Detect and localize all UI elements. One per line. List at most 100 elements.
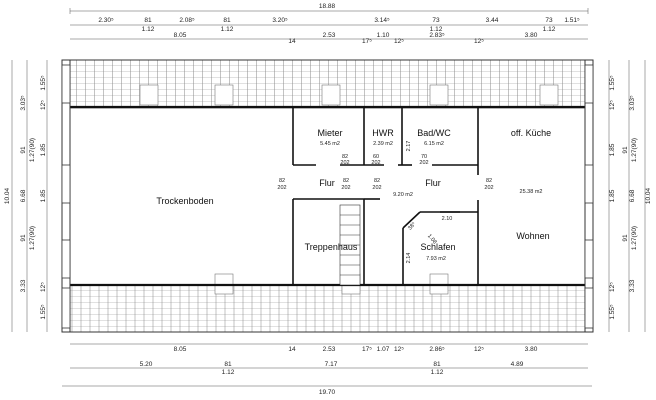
door-2-h: 202	[340, 160, 349, 166]
door-5-w: 82	[343, 178, 349, 184]
top-row2-6: 12⁵	[394, 38, 404, 45]
door-1-h: 202	[277, 185, 286, 191]
bottom-row1-9: 3.80	[525, 346, 538, 353]
room-flur-1: Flur	[319, 178, 335, 188]
schlafen-diag-dim-1: 38⁵	[406, 221, 417, 232]
bottom-overall-dim: 19.70	[319, 389, 336, 396]
right-col2-6: 1.55⁵	[609, 304, 616, 320]
top-row2-2: 14	[288, 38, 296, 45]
left-col2-2: 12⁵	[40, 100, 47, 110]
door-3-w: 60	[373, 154, 379, 160]
top-dim-10: 1.51⁵	[564, 17, 580, 24]
left-col2-4: 1.85	[40, 189, 47, 202]
door-3-h: 202	[371, 160, 380, 166]
door-1-w: 82	[279, 178, 285, 184]
schlafen-height-dim: 2.14	[406, 253, 412, 264]
bottom-row2-4: 81	[433, 361, 441, 368]
bottom-row2-1: 5.20	[140, 361, 153, 368]
bottom-row1-3: 2.53	[323, 346, 336, 353]
top-sub-1: 1.12	[142, 26, 155, 33]
top-dim-5: 3.20⁵	[272, 17, 288, 24]
right-dimensions: 10.04 3.03⁵ 91 1.27(90) 6.68 91 1.27(90)…	[608, 60, 652, 332]
top-row2-8: 12⁵	[474, 38, 484, 45]
top-dim-9: 73	[545, 17, 553, 24]
schlafen-area: 7.93 m2	[426, 256, 446, 262]
bottom-row1-2: 14	[288, 346, 296, 353]
wohnen-area: 25.38 m2	[520, 189, 543, 195]
schlafen-diag-dim-2: 1.08	[426, 233, 437, 245]
door-2-w: 82	[342, 154, 348, 160]
right-col1-1: 3.03⁵	[629, 95, 636, 111]
right-col1-5: 91	[622, 234, 629, 242]
room-treppenhaus: Treppenhaus	[305, 242, 358, 252]
door-7-w: 82	[486, 178, 492, 184]
right-col1-6: 1.27(90)	[631, 226, 638, 250]
bottom-sub-1: 1.12	[222, 369, 235, 376]
right-col2-3: 1.85	[609, 143, 616, 156]
left-col1-6: 1.27(90)	[29, 226, 36, 250]
badwc-height-dim: 2.17	[406, 141, 412, 152]
right-col1-3: 1.27(90)	[631, 138, 638, 162]
top-dim-1: 2.30⁵	[98, 17, 114, 24]
top-dimensions: 18.88 2.30⁵ 81 2.08⁵ 81 3.20⁵ 3.14⁵ 73 3…	[69, 3, 589, 45]
left-col1-3: 1.27(90)	[29, 138, 36, 162]
bottom-row2-5: 4.89	[511, 361, 524, 368]
top-dim-4: 81	[223, 17, 231, 24]
door-4-w: 70	[421, 154, 427, 160]
left-col2-5: 12⁵	[40, 282, 47, 292]
right-col1-4: 6.68	[629, 189, 636, 202]
room-hwr: HWR	[372, 128, 394, 138]
top-dim-7: 73	[432, 17, 440, 24]
flur-2-area: 9.20 m2	[393, 192, 413, 198]
left-col2-1: 1.55⁵	[40, 75, 47, 91]
room-mieter: Mieter	[317, 128, 342, 138]
room-kueche: off. Küche	[511, 128, 551, 138]
roof-windows	[139, 84, 559, 295]
top-row2-7: 2.83⁵	[429, 32, 445, 39]
door-6-h: 202	[372, 185, 381, 191]
left-col1-2: 91	[20, 146, 27, 154]
top-dim-6: 3.14⁵	[374, 17, 390, 24]
bottom-row1-1: 8.05	[174, 346, 187, 353]
top-row2-1: 8.05	[174, 32, 187, 39]
door-6-w: 82	[374, 178, 380, 184]
staircase	[339, 204, 361, 286]
badwc-area: 6.15 m2	[424, 141, 444, 147]
top-row2-5: 1.10	[377, 32, 390, 39]
bottom-row1-5: 1.07	[377, 346, 390, 353]
top-sub-4: 1.12	[543, 26, 556, 33]
top-sub-3: 1.12	[430, 26, 443, 33]
left-col1-7: 3.33	[20, 279, 27, 292]
left-col2-3: 1.85	[40, 143, 47, 156]
room-labels: Trockenboden Mieter 5.45 m2 HWR 2.39 m2 …	[156, 128, 551, 262]
inner-dimensions: 2.17 2.10 38⁵ 1.08 2.14	[406, 141, 452, 264]
room-wohnen: Wohnen	[516, 231, 549, 241]
left-col1-5: 91	[20, 234, 27, 242]
top-overall-dim: 18.88	[319, 3, 336, 10]
door-7-h: 202	[484, 185, 493, 191]
right-col2-1: 1.55⁵	[609, 75, 616, 91]
top-sub-2: 1.12	[221, 26, 234, 33]
right-overall-dim: 10.04	[645, 187, 652, 204]
room-trockenboden: Trockenboden	[156, 196, 213, 206]
roof-bottom	[61, 284, 593, 333]
left-col1-1: 3.03⁵	[20, 95, 27, 111]
room-badwc: Bad/WC	[417, 128, 451, 138]
left-col2-6: 1.55⁵	[40, 304, 47, 320]
bottom-row1-8: 12⁵	[474, 346, 484, 353]
door-labels: 82 202 82 202 60 202 70 202 82 202 82 20…	[277, 154, 493, 191]
bottom-row1-6: 12⁵	[394, 346, 404, 353]
top-dim-2: 81	[144, 17, 152, 24]
hwr-area: 2.39 m2	[373, 141, 393, 147]
bottom-sub-2: 1.12	[431, 369, 444, 376]
door-4-h: 202	[419, 160, 428, 166]
room-schlafen: Schlafen	[420, 242, 455, 252]
bottom-dimensions: 8.05 14 2.53 17⁵ 1.07 12⁵ 2.86⁵ 12⁵ 3.80…	[62, 343, 592, 396]
bottom-row1-4: 17⁵	[362, 346, 372, 353]
top-row2-3: 2.53	[323, 32, 336, 39]
bottom-row1-7: 2.86⁵	[429, 346, 445, 353]
right-col2-5: 12⁵	[609, 282, 616, 292]
interior-walls	[292, 107, 479, 285]
right-col2-4: 1.85	[609, 189, 616, 202]
